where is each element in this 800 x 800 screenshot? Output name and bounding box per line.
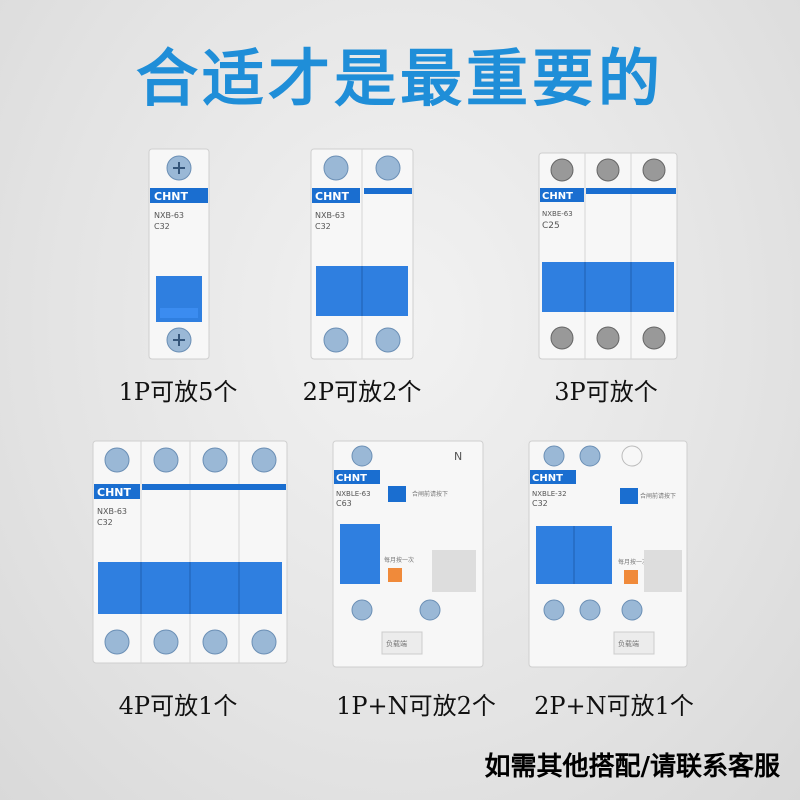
caption-4p: 4P可放1个	[118, 692, 238, 720]
caption-3p: 3P可放个	[554, 378, 658, 406]
svg-text:合闸前请按下: 合闸前请按下	[412, 490, 448, 498]
svg-text:NXBLE-32: NXBLE-32	[532, 490, 567, 498]
breaker-1p: CHNT NXB-63 C32	[148, 148, 210, 360]
breaker-2p-n: CHNT NXBLE-32 C32 合闸前请按下 每月按一次 负载端	[528, 440, 688, 668]
caption-1p: 1P可放5个	[118, 378, 238, 406]
svg-text:负载端: 负载端	[386, 639, 407, 648]
svg-text:NXBE-63: NXBE-63	[542, 210, 573, 218]
svg-text:NXBLE-63: NXBLE-63	[336, 490, 371, 498]
svg-text:C63: C63	[336, 499, 352, 508]
svg-text:NXB-63: NXB-63	[97, 507, 127, 516]
breaker-2p: CHNT NXB-63 C32	[310, 148, 414, 360]
svg-text:CHNT: CHNT	[315, 190, 349, 203]
caption-1p-n: 1P+N可放2个	[336, 692, 496, 720]
svg-text:负载端: 负载端	[618, 639, 639, 648]
svg-text:合闸前请按下: 合闸前请按下	[640, 492, 676, 500]
svg-text:C32: C32	[532, 499, 548, 508]
svg-text:C32: C32	[154, 222, 170, 231]
svg-text:C32: C32	[315, 222, 331, 231]
svg-text:CHNT: CHNT	[336, 473, 367, 484]
svg-text:CHNT: CHNT	[542, 191, 573, 202]
svg-text:每月按一次: 每月按一次	[618, 558, 648, 566]
svg-text:NXB-63: NXB-63	[154, 211, 184, 220]
breaker-4p: CHNT NXB-63 C32	[92, 440, 288, 664]
svg-text:CHNT: CHNT	[532, 473, 563, 484]
caption-2p-n: 2P+N可放1个	[534, 692, 694, 720]
svg-text:每月按一次: 每月按一次	[384, 556, 414, 564]
svg-text:C25: C25	[542, 221, 560, 231]
svg-text:N: N	[454, 450, 462, 463]
breaker-1p-n: N CHNT NXBLE-63 C63 合闸前请按下 每月按一次 负载端	[332, 440, 484, 668]
svg-text:C32: C32	[97, 518, 113, 527]
headline-title: 合适才是最重要的	[135, 42, 664, 115]
caption-2p: 2P可放2个	[302, 378, 422, 406]
svg-text:CHNT: CHNT	[97, 486, 131, 499]
svg-text:CHNT: CHNT	[154, 190, 188, 203]
svg-text:NXB-63: NXB-63	[315, 211, 345, 220]
footer-contact-note: 如需其他搭配/请联系客服	[484, 752, 781, 782]
breaker-3p: CHNT NXBE-63 C25	[538, 152, 678, 360]
